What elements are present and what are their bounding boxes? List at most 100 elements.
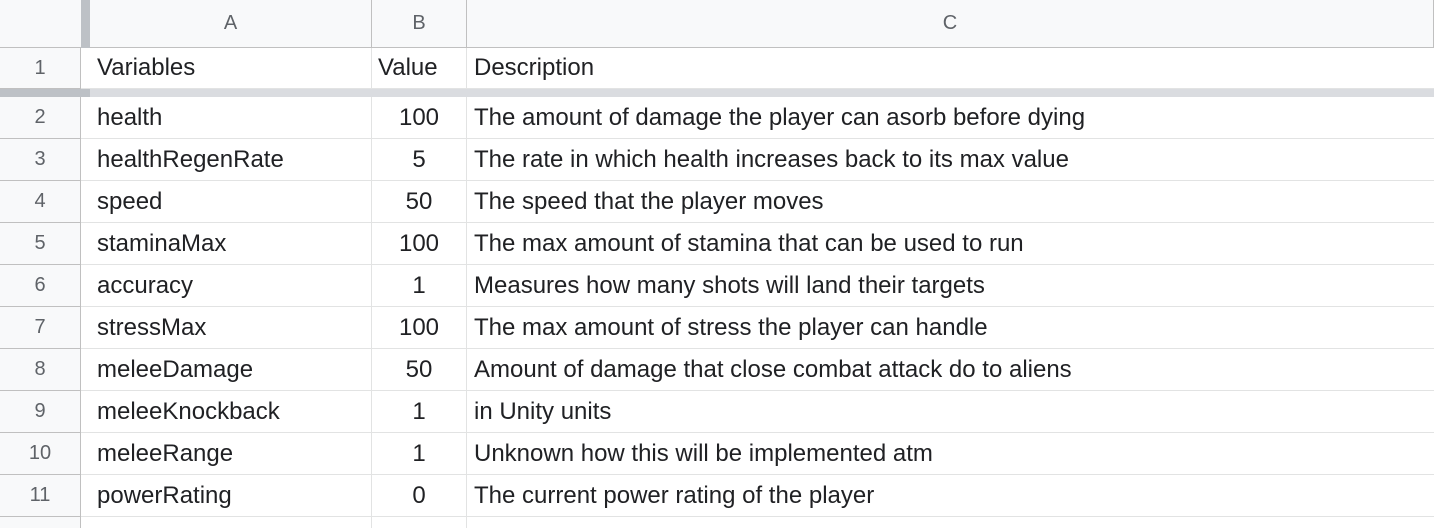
column-header-a[interactable]: A: [90, 0, 372, 48]
cell-a11[interactable]: powerRating: [90, 475, 372, 517]
cell-text: 1: [412, 439, 426, 467]
cell-a5[interactable]: staminaMax: [90, 223, 372, 265]
row-gap: [81, 391, 90, 433]
cell-c6[interactable]: Measures how many shots will land their …: [467, 265, 1434, 307]
row-gap: [81, 97, 90, 139]
freeze-handle-vertical[interactable]: [81, 0, 90, 48]
cell-text: The speed that the player moves: [474, 187, 824, 215]
row-header-4[interactable]: 4: [0, 181, 81, 223]
cell-a8[interactable]: meleeDamage: [90, 349, 372, 391]
cell-text: 100: [398, 229, 440, 257]
cell-text: 50: [405, 355, 433, 383]
cell-b11[interactable]: 0: [372, 475, 467, 517]
row-number: 2: [34, 106, 46, 128]
row-gap: [81, 475, 90, 517]
cell-c9[interactable]: in Unity units: [467, 391, 1434, 433]
cell-text: in Unity units: [474, 397, 612, 425]
row-gap: [81, 223, 90, 265]
row-header-partial[interactable]: [0, 517, 81, 528]
row-number: 9: [34, 400, 46, 422]
row-number: 5: [34, 232, 46, 254]
freeze-grip[interactable]: [0, 89, 90, 97]
cell-b5[interactable]: 100: [372, 223, 467, 265]
cell-a1[interactable]: Variables: [90, 48, 372, 89]
cell-b10[interactable]: 1: [372, 433, 467, 475]
cell-b6[interactable]: 1: [372, 265, 467, 307]
row-gap: [81, 139, 90, 181]
row-gap: [81, 48, 90, 89]
cell-c8[interactable]: Amount of damage that close combat attac…: [467, 349, 1434, 391]
cell-text: meleeRange: [97, 439, 234, 467]
cell-b9[interactable]: 1: [372, 391, 467, 433]
cell-b3[interactable]: 5: [372, 139, 467, 181]
column-header-row: A B C: [0, 0, 1434, 48]
cell-b7[interactable]: 100: [372, 307, 467, 349]
cell-text: healthRegenRate: [97, 145, 284, 173]
cell-text: Value: [378, 54, 438, 81]
table-row: 6 accuracy 1 Measures how many shots wil…: [0, 265, 1434, 307]
row-header-1[interactable]: 1: [0, 48, 81, 89]
cell-a9[interactable]: meleeKnockback: [90, 391, 372, 433]
cell-c4[interactable]: The speed that the player moves: [467, 181, 1434, 223]
cell-c5[interactable]: The max amount of stamina that can be us…: [467, 223, 1434, 265]
freeze-bar-horizontal[interactable]: [0, 89, 1434, 97]
cell-text: stressMax: [97, 313, 207, 341]
cell-a6[interactable]: accuracy: [90, 265, 372, 307]
row-header-3[interactable]: 3: [0, 139, 81, 181]
table-row: 10 meleeRange 1 Unknown how this will be…: [0, 433, 1434, 475]
cell-partial[interactable]: [372, 517, 467, 528]
cell-text: health: [97, 103, 163, 131]
cell-a2[interactable]: health: [90, 97, 372, 139]
column-header-label: C: [942, 12, 958, 34]
cell-text: accuracy: [97, 271, 194, 299]
cell-a4[interactable]: speed: [90, 181, 372, 223]
table-row: 8 meleeDamage 50 Amount of damage that c…: [0, 349, 1434, 391]
cell-text: The rate in which health increases back …: [474, 145, 1069, 173]
table-row: 5 staminaMax 100 The max amount of stami…: [0, 223, 1434, 265]
row-gap: [81, 307, 90, 349]
cell-partial[interactable]: [90, 517, 372, 528]
row-header-8[interactable]: 8: [0, 349, 81, 391]
row-number: 11: [29, 484, 51, 506]
cell-c3[interactable]: The rate in which health increases back …: [467, 139, 1434, 181]
row-number: 10: [28, 442, 52, 464]
cell-text: Amount of damage that close combat attac…: [474, 355, 1072, 383]
cell-a10[interactable]: meleeRange: [90, 433, 372, 475]
column-header-b[interactable]: B: [372, 0, 467, 48]
cell-c7[interactable]: The max amount of stress the player can …: [467, 307, 1434, 349]
column-header-c[interactable]: C: [467, 0, 1434, 48]
cell-a3[interactable]: healthRegenRate: [90, 139, 372, 181]
row-number: 3: [34, 148, 46, 170]
row-header-2[interactable]: 2: [0, 97, 81, 139]
row-header-7[interactable]: 7: [0, 307, 81, 349]
row-header-9[interactable]: 9: [0, 391, 81, 433]
cell-text: The amount of damage the player can asor…: [474, 103, 1086, 131]
cell-a7[interactable]: stressMax: [90, 307, 372, 349]
cell-partial[interactable]: [467, 517, 1434, 528]
row-header-10[interactable]: 10: [0, 433, 81, 475]
cell-text: meleeKnockback: [97, 397, 280, 425]
table-row: 2 health 100 The amount of damage the pl…: [0, 97, 1434, 139]
select-all-corner[interactable]: [0, 0, 81, 48]
row-gap: [81, 433, 90, 475]
table-row: 1 Variables Value Description: [0, 48, 1434, 89]
row-number: 8: [34, 358, 46, 380]
cell-c1[interactable]: Description: [467, 48, 1434, 89]
cell-c2[interactable]: The amount of damage the player can asor…: [467, 97, 1434, 139]
cell-b8[interactable]: 50: [372, 349, 467, 391]
cell-c10[interactable]: Unknown how this will be implemented atm: [467, 433, 1434, 475]
cell-b1[interactable]: Value: [372, 48, 467, 89]
row-header-5[interactable]: 5: [0, 223, 81, 265]
cell-text: powerRating: [97, 481, 232, 509]
row-number: 6: [34, 274, 46, 296]
cell-b4[interactable]: 50: [372, 181, 467, 223]
row-header-11[interactable]: 11: [0, 475, 81, 517]
cell-text: 1: [412, 271, 426, 299]
cell-c11[interactable]: The current power rating of the player: [467, 475, 1434, 517]
row-header-6[interactable]: 6: [0, 265, 81, 307]
cell-text: staminaMax: [97, 229, 227, 257]
cell-text: The max amount of stamina that can be us…: [474, 229, 1024, 257]
cell-b2[interactable]: 100: [372, 97, 467, 139]
cell-text: meleeDamage: [97, 355, 254, 383]
